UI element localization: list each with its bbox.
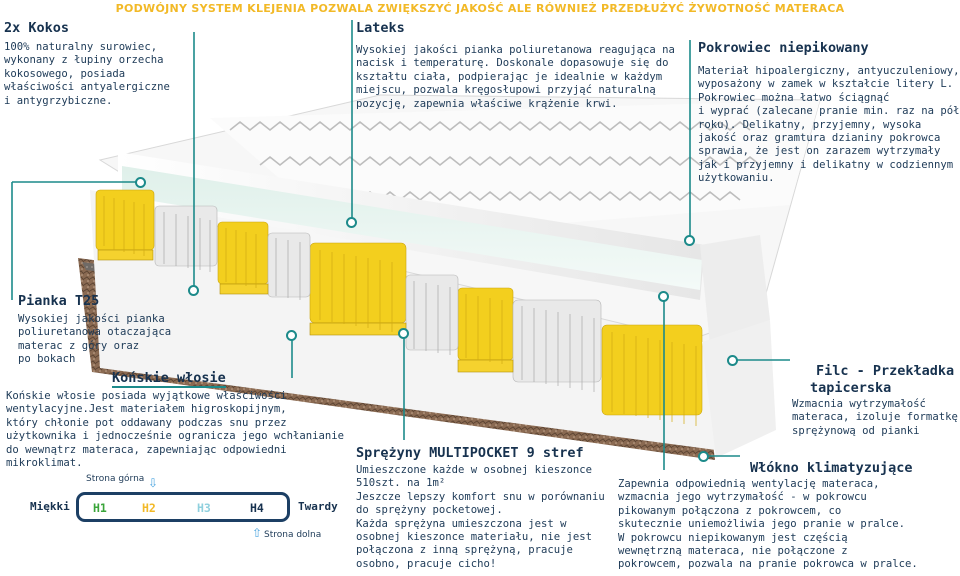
filc-title: Filc - Przekładka: [816, 363, 955, 379]
lateks-marker: [346, 217, 357, 228]
arrow-down-icon: ⇩: [148, 476, 159, 490]
springs: [95, 189, 703, 426]
scale-item-h4: H4: [250, 501, 264, 515]
leader-lines: [11, 20, 790, 470]
sprezyny-title: Sprężyny MULTIPOCKET 9 stref: [356, 445, 584, 461]
kokos-marker: [188, 285, 199, 296]
pianka-desc: Wysokiej jakości pianka poliuretanowa ot…: [18, 313, 172, 366]
filc-desc: Wzmacnia wytrzymałość materaca, izoluje …: [792, 398, 958, 437]
scale-item-h2: H2: [142, 501, 156, 515]
scale-bottom-label: Strona dolna: [264, 530, 322, 540]
arrow-up-icon: ⇧: [252, 526, 263, 540]
scale-item-h1: H1: [93, 501, 107, 515]
pokrowiec-marker: [684, 235, 695, 246]
kokos-title: 2x Kokos: [4, 20, 70, 36]
filc-title-line2: tapicerska: [810, 380, 892, 396]
scale-item-h3: H3: [197, 501, 211, 515]
end-foam: [702, 320, 776, 458]
scale-left-label: Miękki: [30, 500, 70, 513]
sprezyny-desc: Umieszczone każde w osobnej kieszonce 51…: [356, 464, 605, 570]
wlokno-desc: Zapewnia odpowiednią wentylację materaca…: [618, 478, 918, 571]
scale-right-label: Twardy: [298, 500, 338, 513]
latex-band: [122, 166, 702, 290]
lateks-desc: Wysokiej jakości pianka poliuretanowa re…: [356, 44, 675, 110]
wlosie-desc: Końskie włosie posiada wyjątkowe właściw…: [6, 390, 345, 470]
pianka-title: Pianka T25: [18, 293, 100, 309]
side-foam-right: [700, 235, 770, 345]
top-banner: PODWÓJNY SYSTEM KLEJENIA POZWALA ZWIĘKSZ…: [115, 2, 845, 15]
wlosie-marker: [286, 330, 297, 341]
sprezyny-marker: [398, 328, 409, 339]
filc-marker: [727, 355, 738, 366]
wlokno-marker: [698, 451, 709, 462]
wlokno-title: Włókno klimatyzujące: [750, 460, 913, 476]
pokrowiec-desc: Materiał hipoalergiczny, antyuczuleniowy…: [698, 65, 960, 185]
pianka-marker: [135, 177, 146, 188]
lateks-title: Lateks: [356, 20, 405, 36]
kokos-desc: 100% naturalny surowiec, wykonany z łupi…: [4, 41, 170, 107]
firmness-scale: H1 H2 H3 H4: [76, 492, 290, 522]
scale-top-label: Strona górna: [86, 474, 145, 484]
filc-marker-upper: [658, 291, 669, 302]
wlosie-title: Końskie włosie: [112, 370, 226, 388]
pokrowiec-title: Pokrowiec niepikowany: [698, 40, 869, 56]
